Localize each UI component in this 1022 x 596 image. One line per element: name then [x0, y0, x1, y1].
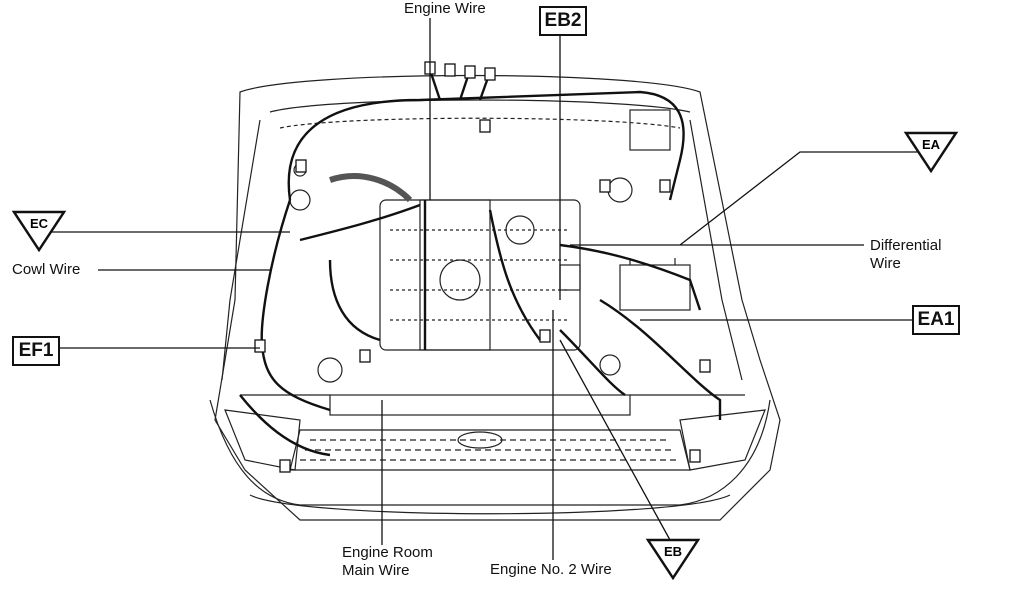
- connector-box-ea1: EA1: [912, 305, 960, 335]
- engine-room-main-wire-label-line1: Engine Room: [342, 544, 433, 561]
- connector-box-ef1: EF1: [12, 336, 60, 366]
- engine-block: [289, 109, 691, 383]
- ground-triangle-ea: EA: [903, 131, 959, 174]
- engine-room-main-wire-label-line2: Main Wire: [342, 562, 410, 579]
- svg-text:EA: EA: [922, 137, 941, 152]
- svg-text:EC: EC: [30, 216, 49, 231]
- vehicle-body-outline: [209, 74, 781, 521]
- differential-wire-label-line2: Wire: [870, 255, 901, 272]
- ground-triangle-eb: EB: [645, 538, 701, 581]
- ground-triangle-ec: EC: [11, 210, 67, 253]
- engine-room-main-wire-label: Engine Room Main Wire: [342, 544, 433, 580]
- differential-wire-label: Differential Wire: [870, 237, 941, 273]
- svg-text:EB: EB: [664, 544, 682, 559]
- connectors: [254, 61, 711, 473]
- leader-lines: [40, 18, 930, 560]
- cowl-wire-label: Cowl Wire: [12, 261, 81, 278]
- engine-wire-label: Engine Wire: [404, 0, 486, 17]
- differential-wire-label-line1: Differential: [870, 237, 942, 254]
- connector-box-eb2: EB2: [539, 6, 587, 36]
- engine-no2-wire-label: Engine No. 2 Wire: [490, 561, 612, 578]
- wire-harness: [239, 69, 722, 457]
